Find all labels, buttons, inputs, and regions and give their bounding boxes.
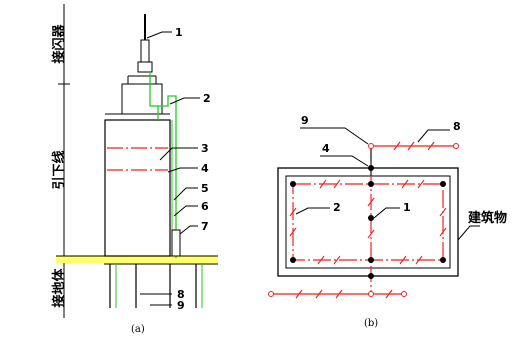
terminal-bottom-right — [401, 291, 407, 297]
column-node — [440, 181, 446, 187]
leader-3 — [159, 147, 198, 161]
column-node — [368, 165, 374, 171]
leader-2 — [169, 97, 200, 105]
leader-5 — [173, 187, 198, 201]
column-node — [290, 181, 296, 187]
callout-4: 4 — [201, 162, 209, 175]
panel-b: 9 8 4 1 2 建筑物 (b) — [268, 114, 507, 329]
callout-2: 2 — [203, 92, 211, 105]
callout-3: 3 — [201, 142, 209, 155]
callout-1: 1 — [175, 26, 183, 39]
zone-label-earthing: 接地体 — [51, 268, 67, 308]
leader-b1 — [373, 207, 400, 219]
caption-b: (b) — [364, 318, 378, 329]
down-conductor — [149, 72, 177, 258]
terminal-top — [368, 143, 374, 149]
building-label: 建筑物 — [468, 210, 507, 226]
column-node — [440, 257, 446, 263]
panel-a: 接闪器 引下线 接地体 — [51, 4, 218, 335]
leader-b4 — [320, 155, 369, 167]
ground-band — [56, 256, 218, 263]
column-node — [368, 215, 374, 221]
leader-b8 — [417, 129, 450, 143]
ground-electrodes — [109, 264, 197, 308]
callout-6: 6 — [201, 200, 209, 213]
callout-b1: 1 — [403, 201, 411, 214]
caption-a: (a) — [131, 324, 145, 335]
rod-support — [140, 39, 150, 63]
leader-b9 — [300, 127, 369, 145]
rebar-ring — [292, 183, 444, 261]
leader-1 — [146, 31, 172, 39]
column-node — [368, 181, 374, 187]
leader-b2 — [295, 207, 330, 215]
callout-5: 5 — [201, 182, 209, 195]
callout-b4: 4 — [322, 142, 330, 155]
zone-label-air-terminal: 接闪器 — [51, 24, 67, 64]
leader-4 — [167, 167, 198, 173]
terminal-bottom — [368, 291, 374, 297]
leader-building — [457, 225, 480, 241]
leader-6 — [173, 205, 198, 217]
terminal-top-right — [453, 143, 459, 149]
column-node — [368, 273, 374, 279]
callout-b9: 9 — [301, 114, 309, 127]
leader-7 — [179, 225, 198, 235]
roof-structure — [121, 83, 163, 115]
building-column — [104, 119, 171, 257]
callout-9: 9 — [177, 299, 185, 312]
inner-frame — [285, 175, 451, 269]
zone-label-down-conductor: 引下线 — [51, 150, 67, 189]
callout-8: 8 — [177, 288, 185, 301]
rod-base — [137, 61, 153, 73]
column-node — [368, 257, 374, 263]
terminal-bottom-left — [268, 291, 274, 297]
callout-7: 7 — [201, 220, 209, 233]
callout-b8: 8 — [453, 120, 461, 133]
column-node — [290, 257, 296, 263]
test-joint — [171, 229, 181, 257]
callout-b2: 2 — [333, 201, 341, 214]
